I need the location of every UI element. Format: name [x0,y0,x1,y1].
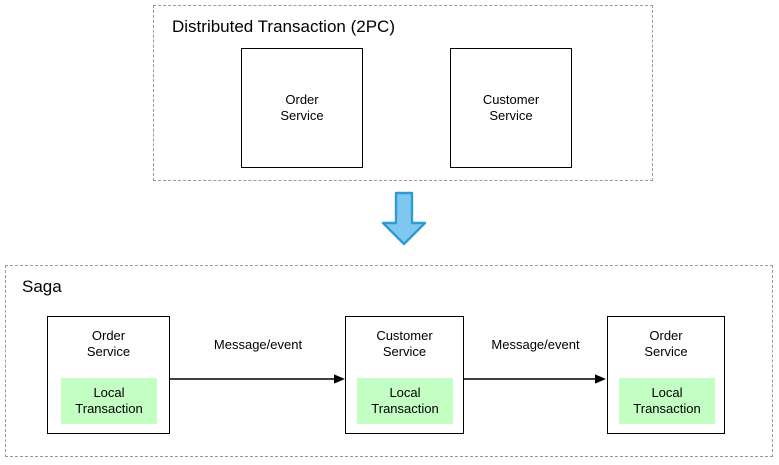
group-saga [5,265,773,457]
service-box-customer-service-saga[interactable]: Customer Service Local Transaction [345,316,464,434]
connector-arrow-2 [464,374,607,384]
local-transaction-chip: Local Transaction [61,378,157,424]
group-saga-title: Saga [22,277,62,296]
service-box-order-service-saga-2[interactable]: Order Service Local Transaction [607,316,725,434]
connector-label-1: Message/event [213,337,303,352]
service-box-label: Order Service [280,92,324,123]
connector-arrow-1 [170,374,346,384]
group-distributed-transaction [153,5,653,181]
down-arrow-icon [379,191,429,247]
service-box-customer-service-2pc[interactable]: Customer Service [450,48,572,168]
service-box-order-service-saga-1[interactable]: Order Service Local Transaction [47,316,170,434]
service-box-label: Customer Service [482,92,540,123]
service-box-label: Order Service [644,328,688,359]
group-distributed-transaction-title: Distributed Transaction (2PC) [172,17,395,36]
service-box-label: Order Service [86,328,131,359]
service-box-label: Customer Service [376,328,433,359]
local-transaction-chip: Local Transaction [619,378,715,424]
service-box-order-service-2pc[interactable]: Order Service [241,48,363,168]
connector-label-2: Message/event [491,337,580,352]
local-transaction-chip: Local Transaction [357,378,453,424]
